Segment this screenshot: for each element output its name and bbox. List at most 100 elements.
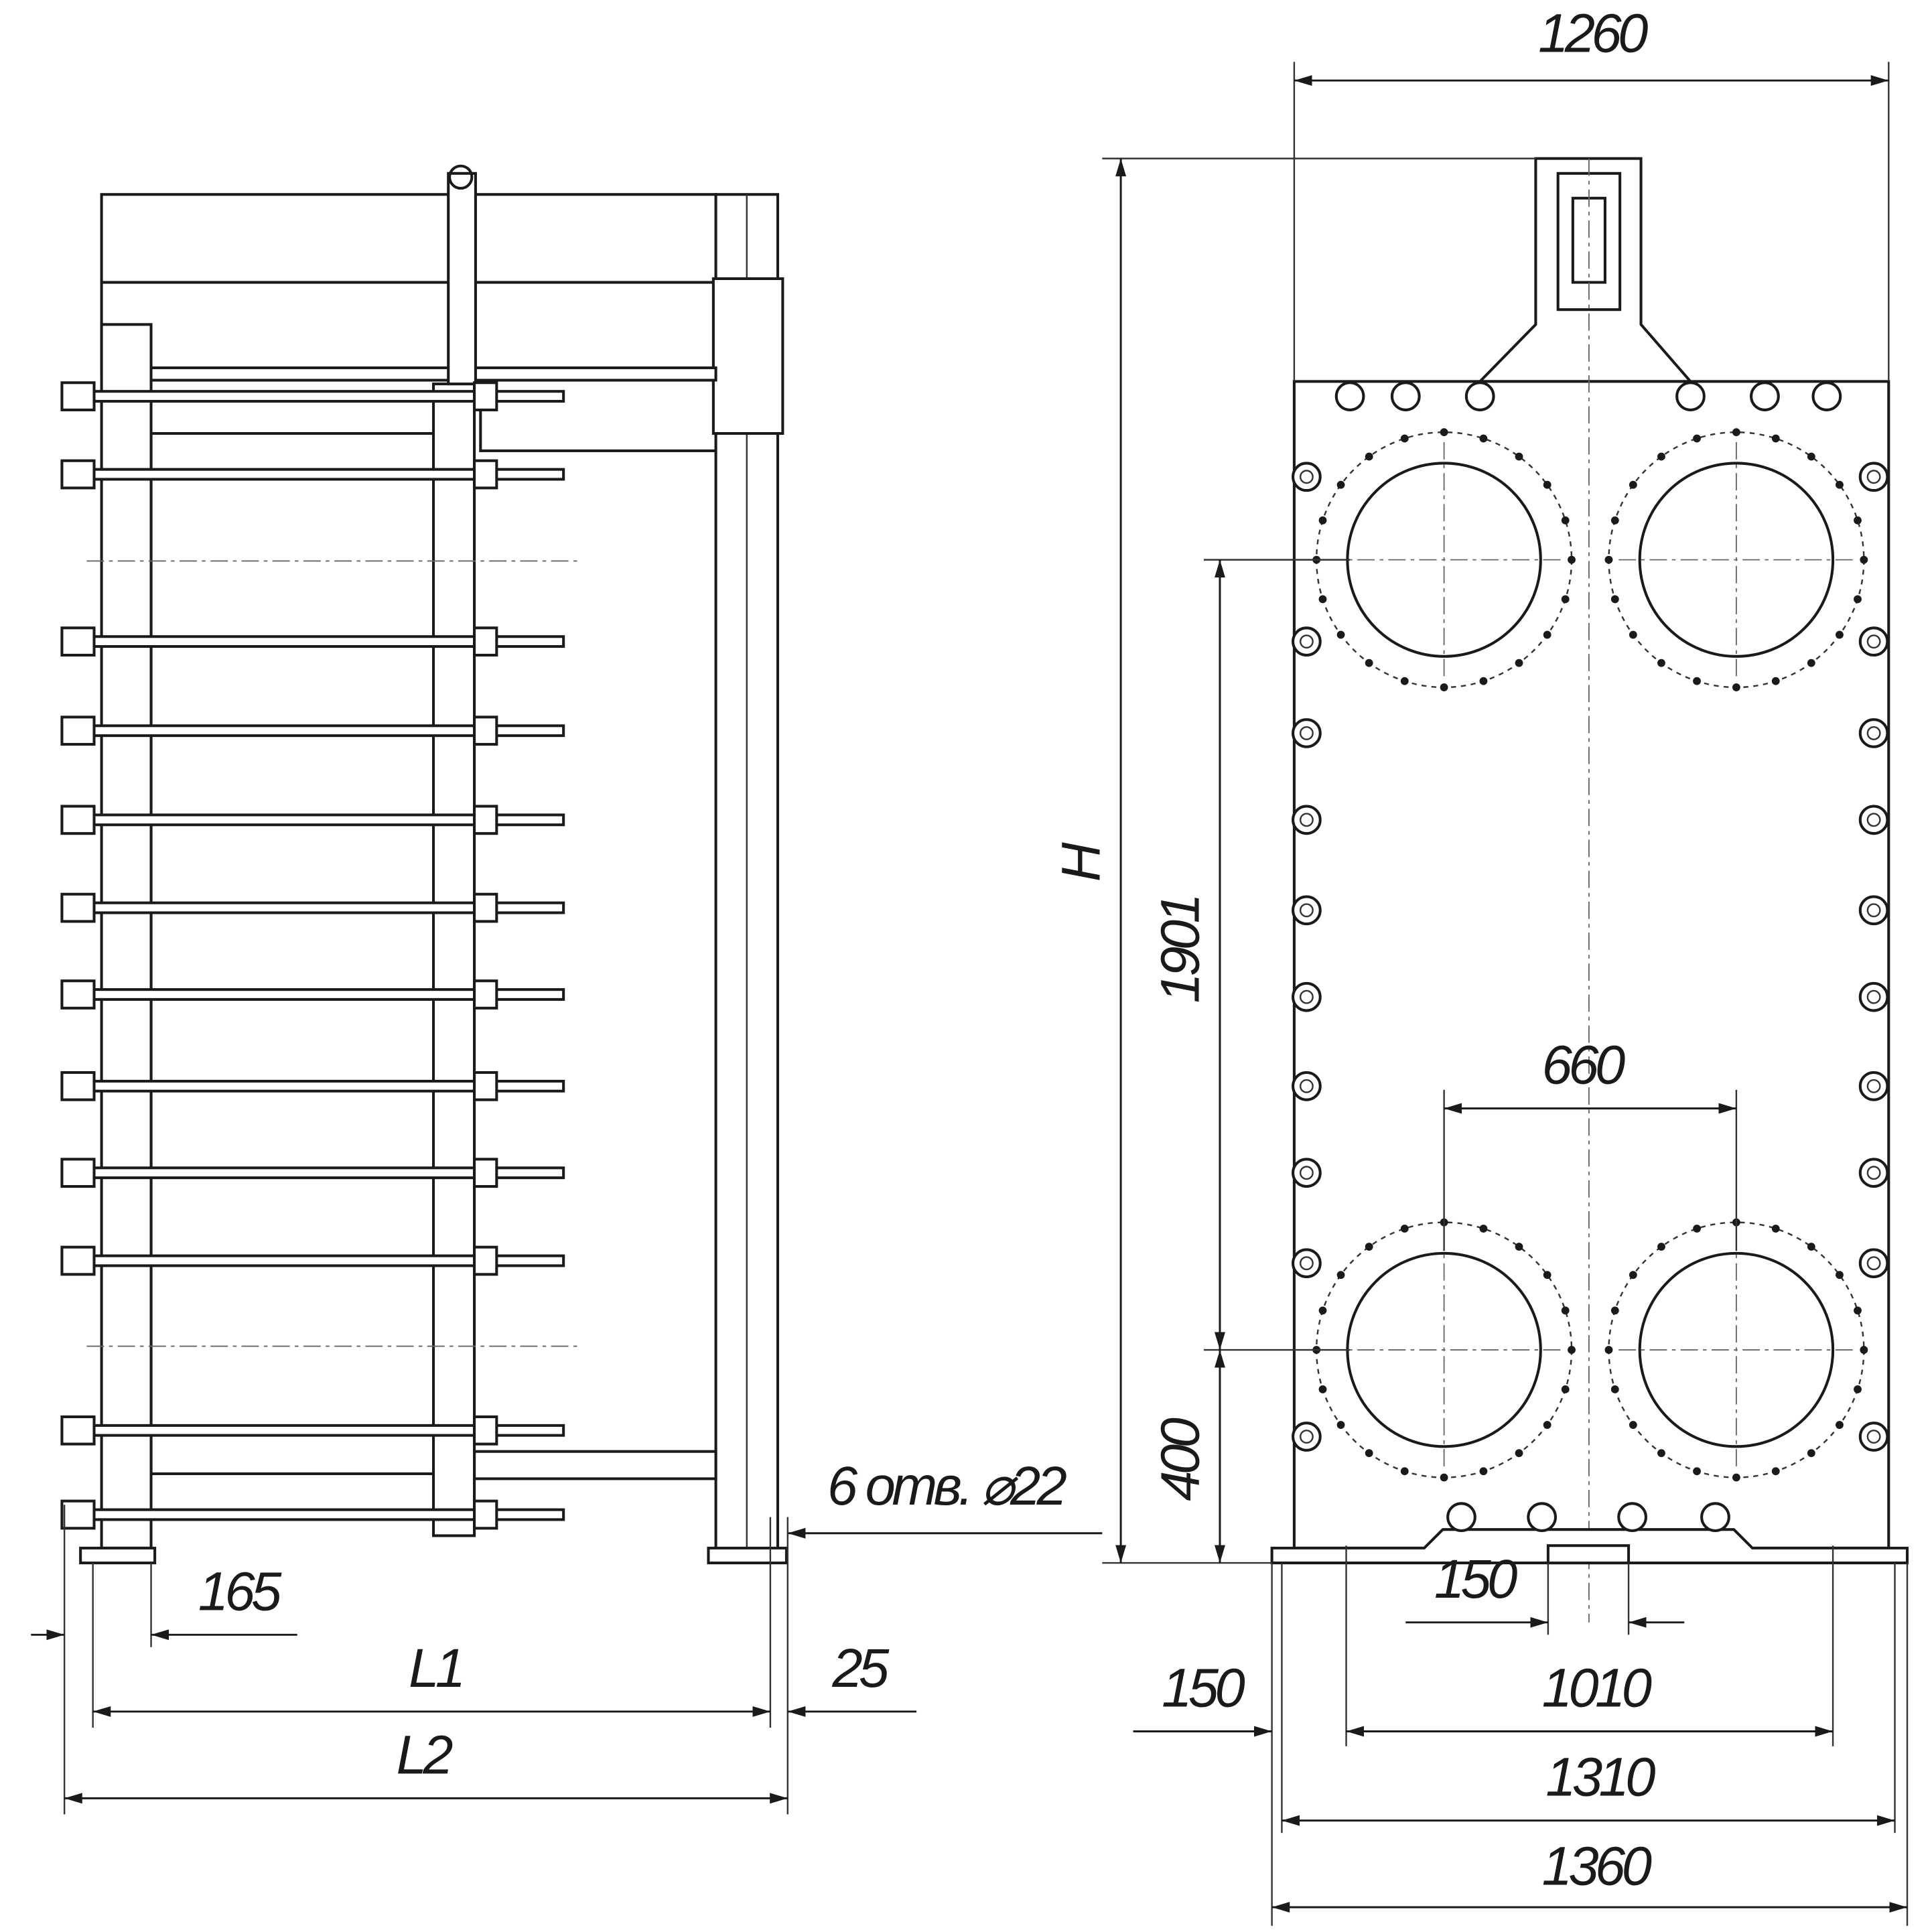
bolt-icon bbox=[1866, 726, 1881, 740]
left-foot bbox=[79, 1546, 157, 1565]
bolt-icon bbox=[1292, 1422, 1322, 1452]
nut-icon bbox=[60, 381, 96, 411]
bolt-icon bbox=[1292, 1248, 1322, 1279]
port-bolt bbox=[1854, 516, 1862, 525]
port-bolt bbox=[1440, 683, 1448, 691]
bolt-icon bbox=[1299, 1079, 1314, 1093]
bolt-icon bbox=[1866, 634, 1881, 649]
bolt-icon bbox=[1292, 981, 1322, 1012]
port-bolt bbox=[1318, 595, 1327, 604]
port-bolt bbox=[1479, 1467, 1488, 1476]
port-bolt bbox=[1629, 480, 1637, 489]
right-foot bbox=[707, 1546, 788, 1565]
pressure-plate bbox=[432, 383, 476, 1537]
dim-400-label: 400 bbox=[1150, 1418, 1211, 1501]
dim-1310-label: 1310 bbox=[1545, 1747, 1655, 1808]
nut-icon bbox=[473, 979, 498, 1010]
port-bolt bbox=[1610, 595, 1619, 604]
bolt-icon bbox=[1858, 895, 1889, 926]
port-bolt bbox=[1318, 1385, 1327, 1393]
nut-icon bbox=[60, 715, 96, 746]
port-bolt bbox=[1860, 555, 1868, 564]
dim-165-label: 165 bbox=[198, 1561, 282, 1622]
bolt-icon bbox=[1617, 1502, 1647, 1533]
bolt-icon bbox=[1866, 470, 1881, 484]
port-bolt bbox=[1543, 480, 1551, 489]
port-bolt bbox=[1561, 1306, 1570, 1315]
bolt-icon bbox=[1858, 1422, 1889, 1452]
bolt-icon bbox=[1858, 981, 1889, 1012]
bolt-icon bbox=[1299, 1256, 1314, 1271]
bolt-icon bbox=[1811, 381, 1842, 411]
plate-pack bbox=[149, 432, 435, 1476]
port-bolt bbox=[1561, 516, 1570, 525]
port-bolt bbox=[1657, 1449, 1665, 1458]
bolt-icon bbox=[1292, 895, 1322, 926]
port-bolt bbox=[1854, 595, 1862, 604]
dim-1260-label: 1260 bbox=[1538, 3, 1648, 64]
port-bolt bbox=[1515, 659, 1523, 667]
bolt-icon bbox=[1299, 1430, 1314, 1444]
port-bolt bbox=[1336, 1421, 1345, 1429]
nut-icon bbox=[60, 1415, 96, 1446]
bolt-icon bbox=[1858, 1248, 1889, 1279]
port-bolt bbox=[1440, 428, 1448, 437]
port-bolt bbox=[1657, 659, 1665, 667]
port-bolt bbox=[1543, 630, 1551, 639]
column-bracket bbox=[711, 277, 784, 435]
nut-icon bbox=[473, 626, 498, 657]
nut-icon bbox=[60, 1071, 96, 1101]
port-bolt bbox=[1318, 1306, 1327, 1315]
dim-1010-label: 1010 bbox=[1542, 1658, 1652, 1719]
port-bolt bbox=[1604, 555, 1613, 564]
port-bolt bbox=[1732, 683, 1740, 691]
port-bolt bbox=[1568, 555, 1576, 564]
bolt-icon bbox=[1299, 903, 1314, 918]
port-bolt bbox=[1836, 630, 1844, 639]
roller-hanger bbox=[447, 171, 477, 386]
top-beam bbox=[100, 193, 717, 284]
port-bolt bbox=[1657, 452, 1665, 461]
bolt-icon bbox=[1299, 813, 1314, 827]
port-bolt bbox=[1807, 659, 1815, 667]
port-bolt bbox=[1365, 452, 1373, 461]
port-bolt bbox=[1771, 1225, 1780, 1233]
port-bolt bbox=[1543, 1271, 1551, 1280]
dim-25-label: 25 bbox=[831, 1638, 890, 1699]
bolt-icon bbox=[1446, 1502, 1476, 1533]
port-bolt bbox=[1771, 677, 1780, 685]
bolt-icon bbox=[1866, 1256, 1881, 1271]
port-bolt bbox=[1657, 1243, 1665, 1251]
bolt-icon bbox=[1866, 1166, 1881, 1180]
port-bolt bbox=[1732, 428, 1740, 437]
dim-1360-label: 1360 bbox=[1542, 1836, 1652, 1897]
bolt-icon bbox=[1390, 381, 1421, 411]
port-bolt bbox=[1400, 1225, 1409, 1233]
port-bolt bbox=[1479, 677, 1488, 685]
port-bolt bbox=[1336, 630, 1345, 639]
port-bolt bbox=[1604, 1346, 1613, 1355]
nut-icon bbox=[473, 1071, 498, 1101]
port-bolt bbox=[1807, 1243, 1815, 1251]
tie-rods bbox=[60, 381, 565, 1530]
port-bolt bbox=[1400, 434, 1409, 443]
dim-h-label: H bbox=[1051, 842, 1112, 882]
port-bolt bbox=[1365, 1243, 1373, 1251]
frame-plate bbox=[1292, 380, 1890, 1549]
port-bolt bbox=[1807, 1449, 1815, 1458]
port-bolt bbox=[1515, 1243, 1523, 1251]
dim-1901-label: 1901 bbox=[1150, 897, 1211, 1004]
bolt-icon bbox=[1299, 634, 1314, 649]
nut-icon bbox=[60, 979, 96, 1010]
holes-note: 6 отв. ⌀22 bbox=[827, 1456, 1067, 1517]
bolt-icon bbox=[1858, 1158, 1889, 1188]
bolt-icon bbox=[1866, 903, 1881, 918]
port-bolt bbox=[1629, 1421, 1637, 1429]
port-bolt bbox=[1610, 516, 1619, 525]
upper-guide-bar bbox=[479, 370, 717, 452]
bolt-icon bbox=[1299, 989, 1314, 1004]
bolt-icon bbox=[1292, 805, 1322, 835]
nut-icon bbox=[473, 459, 498, 490]
port-bolt bbox=[1561, 595, 1570, 604]
